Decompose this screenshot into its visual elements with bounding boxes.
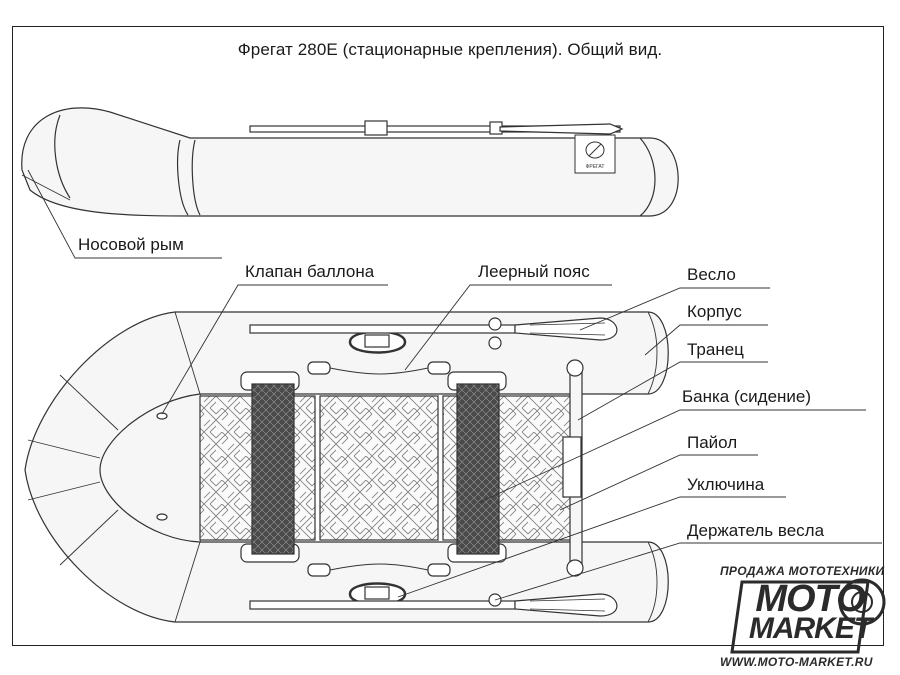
- label-lifeline: Леерный пояс: [478, 262, 590, 281]
- top-hull-outline: [24, 311, 669, 623]
- logo-line-1: MOTO: [755, 578, 865, 620]
- label-valve: Клапан баллона: [245, 262, 375, 281]
- leader-valve: [161, 284, 388, 415]
- side-hull-outline: [21, 107, 679, 217]
- floor-panel-2: [319, 395, 439, 541]
- leader-lifeline: [404, 284, 612, 371]
- leader-oar: [579, 287, 770, 331]
- leader-oarlock: [397, 496, 786, 598]
- label-seat: Банка (сидение): [682, 387, 812, 406]
- seat-front: [240, 371, 300, 563]
- label-oarlock: Уключина: [687, 475, 765, 494]
- leader-hull: [644, 324, 768, 356]
- label-oar: Весло: [687, 265, 736, 284]
- side-badge-text: ФРЕГАТ: [586, 164, 605, 170]
- leader-lines: [27, 169, 882, 601]
- oarlock-bottom: [348, 582, 407, 606]
- watermark-top-text: ПРОДАЖА МОТОТЕХНИКИ: [720, 564, 885, 578]
- label-hull: Корпус: [687, 302, 742, 321]
- side-bow-cone: [54, 114, 71, 199]
- leader-transom: [577, 361, 768, 421]
- moto-market-logo: [730, 578, 886, 654]
- label-floor: Пайол: [687, 433, 738, 452]
- leader-bow-ring: [27, 169, 222, 259]
- side-brand-badge: [574, 134, 616, 174]
- leader-floor: [559, 454, 758, 511]
- watermark-url: WWW.MOTO-MARKET.RU: [720, 655, 873, 669]
- oarlock-top: [348, 330, 407, 354]
- label-transom: Транец: [687, 340, 744, 359]
- seat-rear: [447, 371, 507, 563]
- drawing-title: Фрегат 280Е (стационарные крепления). Об…: [237, 40, 663, 59]
- side-view: [21, 107, 679, 217]
- label-oar-holder: Держатель весла: [687, 521, 825, 540]
- leader-oar-holder: [494, 542, 882, 601]
- leader-seat: [477, 409, 866, 504]
- drawing-frame: [12, 26, 884, 646]
- oar-top: [249, 317, 618, 350]
- top-view: [24, 311, 669, 623]
- logo-line-2: MARKET: [748, 612, 872, 645]
- label-bow-ring: Носовой рым: [78, 235, 184, 254]
